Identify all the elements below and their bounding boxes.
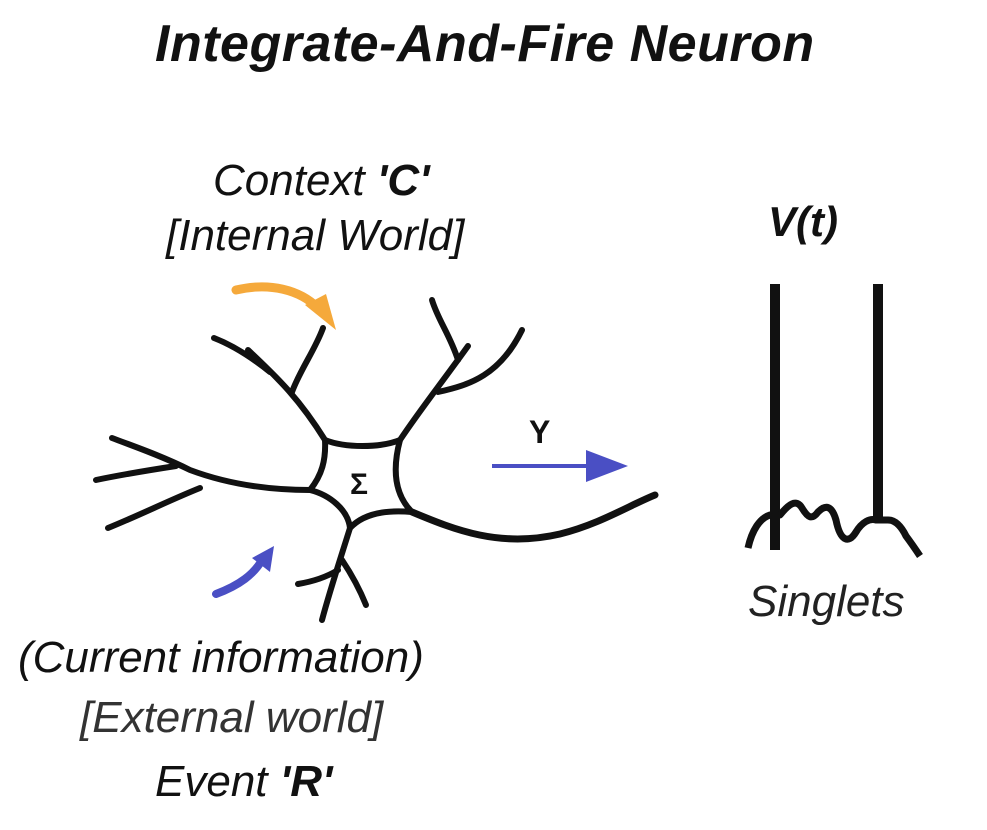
voltage-trace	[744, 284, 923, 558]
voltage-label: V(t)	[768, 198, 838, 245]
context-prefix: Context	[213, 156, 377, 205]
event-symbol: 'R'	[279, 757, 333, 806]
context-label: Context 'C'	[213, 156, 430, 206]
subthreshold-trace	[744, 499, 923, 558]
context-arrow	[231, 282, 336, 330]
singlets-caption: Singlets	[748, 577, 905, 626]
axon	[408, 491, 659, 543]
output-arrow	[492, 450, 628, 482]
external-world-label: [External world]	[80, 693, 384, 742]
context-symbol: 'C'	[376, 156, 430, 205]
diagram-title: Integrate-And-Fire Neuron	[155, 15, 815, 73]
input-arrow	[212, 546, 274, 598]
internal-world-label: [Internal World]	[166, 211, 465, 260]
neuron-outline	[93, 297, 659, 623]
event-prefix: Event	[155, 757, 280, 806]
current-information-label: (Current information)	[18, 633, 424, 682]
output-y-label: Y	[529, 414, 551, 450]
soma-sum-label: Σ	[350, 468, 369, 501]
event-label: Event 'R'	[155, 757, 332, 807]
dendrite-left	[109, 435, 313, 493]
